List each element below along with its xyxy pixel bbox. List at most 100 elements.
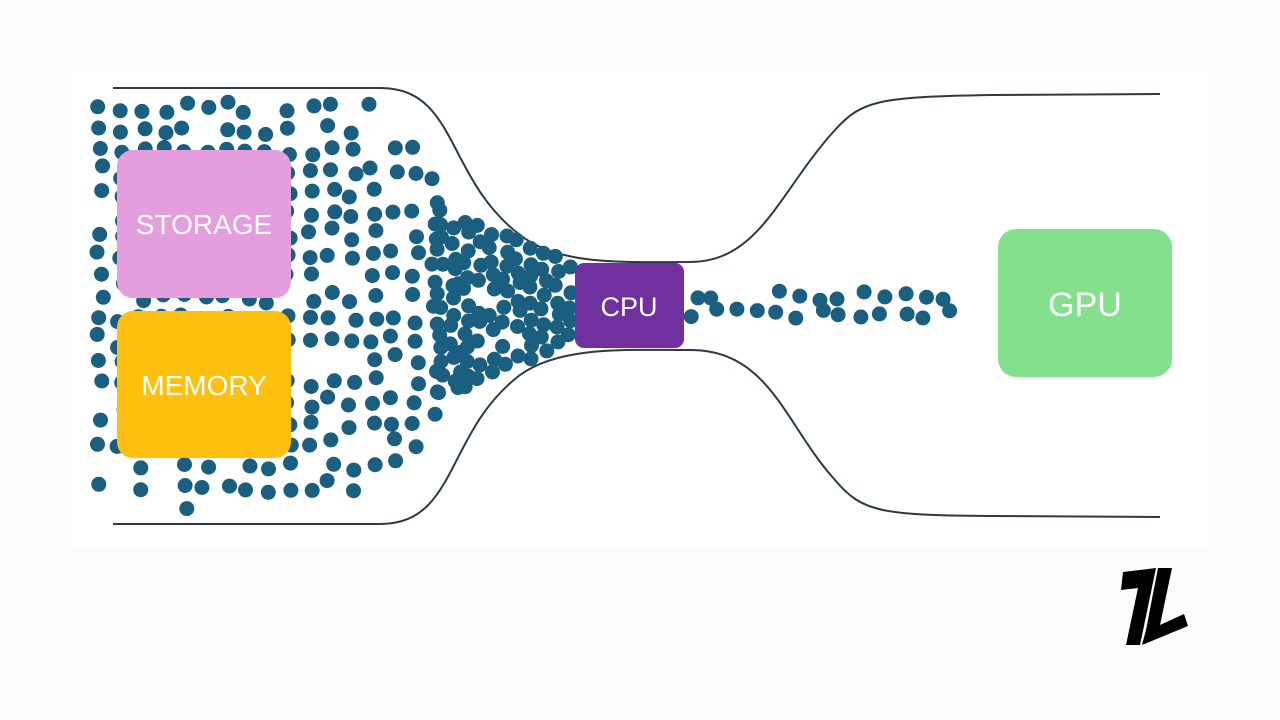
data-particle (344, 250, 360, 266)
data-particle (899, 306, 915, 322)
data-particle (283, 455, 298, 471)
data-particle (481, 308, 497, 323)
data-particle (409, 229, 424, 245)
data-particle (343, 125, 359, 141)
data-particle (326, 456, 342, 472)
data-particle (433, 300, 449, 315)
data-particle (495, 338, 511, 354)
data-particle (134, 103, 150, 119)
data-particle (323, 162, 338, 178)
data-particle (729, 301, 745, 317)
data-particle (319, 473, 335, 489)
data-particle (410, 355, 426, 371)
data-particle (536, 317, 552, 333)
data-particle (137, 121, 153, 137)
cpu-block: CPU (575, 263, 684, 348)
data-particle (550, 295, 566, 311)
data-particle (301, 224, 316, 240)
data-particle (523, 268, 539, 284)
data-particle (201, 459, 217, 475)
data-particle (220, 122, 236, 138)
data-particle (92, 226, 108, 242)
data-particle (387, 140, 403, 156)
data-particle (365, 245, 381, 261)
data-particle (279, 103, 295, 119)
data-particle (433, 217, 449, 233)
data-particle (326, 373, 342, 389)
logo-mark-l (1142, 568, 1188, 645)
data-particle (93, 412, 108, 428)
data-particle (389, 164, 405, 180)
data-particle (347, 374, 363, 390)
data-particle (367, 415, 382, 431)
data-particle (690, 290, 706, 306)
data-particle (90, 436, 105, 452)
data-particle (942, 303, 958, 319)
data-particle (305, 147, 321, 163)
data-particle (194, 480, 210, 495)
data-particle (95, 289, 111, 305)
data-particle (495, 271, 511, 287)
data-particle (304, 183, 320, 199)
data-particle (303, 414, 319, 430)
memory-label: MEMORY (141, 370, 267, 401)
data-particle (456, 280, 471, 296)
data-particle (431, 385, 446, 401)
data-particle (563, 313, 579, 329)
data-particle (302, 163, 318, 179)
data-particle (830, 307, 846, 323)
data-particle (323, 432, 339, 448)
data-particle (534, 261, 550, 277)
logo-mark-1 (1121, 568, 1156, 645)
data-particle (304, 399, 320, 415)
data-particle (159, 104, 175, 120)
data-particle (407, 315, 423, 331)
data-particle (177, 478, 193, 493)
data-particle (406, 395, 422, 411)
data-particle (368, 288, 384, 303)
data-particle (433, 354, 449, 369)
data-particle (260, 484, 276, 500)
data-particle (320, 389, 336, 405)
data-particle (348, 166, 364, 182)
data-particle (535, 245, 551, 261)
data-particle (261, 461, 276, 477)
gpu-block: GPU (998, 229, 1172, 377)
data-particle (306, 98, 322, 114)
data-particle (365, 395, 380, 411)
data-particle (424, 256, 440, 272)
data-particle (683, 309, 699, 325)
data-particle (494, 314, 510, 330)
data-particle (456, 255, 472, 271)
data-particle (429, 241, 445, 257)
data-particle (341, 397, 356, 413)
data-particle (446, 290, 461, 306)
data-particle (384, 416, 399, 432)
data-particle (547, 248, 563, 264)
data-particle (385, 204, 401, 220)
data-particle (382, 328, 398, 344)
data-particle (346, 483, 361, 499)
data-particle (404, 203, 420, 219)
data-particle (405, 139, 421, 155)
data-particle (404, 268, 420, 284)
data-particle (481, 240, 497, 256)
data-particle (364, 268, 380, 284)
data-particle (235, 104, 251, 120)
data-particle (792, 288, 808, 304)
data-particle (411, 245, 426, 261)
pipe-outline-top (113, 87, 1161, 264)
data-particle (158, 125, 174, 141)
data-particle (279, 120, 295, 136)
data-particle (346, 462, 362, 478)
data-particle (322, 96, 338, 112)
data-particle (521, 326, 537, 342)
data-particle (877, 289, 893, 305)
data-particle (469, 217, 485, 233)
data-particle (547, 277, 563, 293)
data-particle (459, 353, 475, 369)
storage-block: STORAGE (117, 150, 291, 298)
data-particle (507, 251, 523, 267)
data-particle (703, 290, 719, 306)
data-particle (303, 379, 319, 394)
